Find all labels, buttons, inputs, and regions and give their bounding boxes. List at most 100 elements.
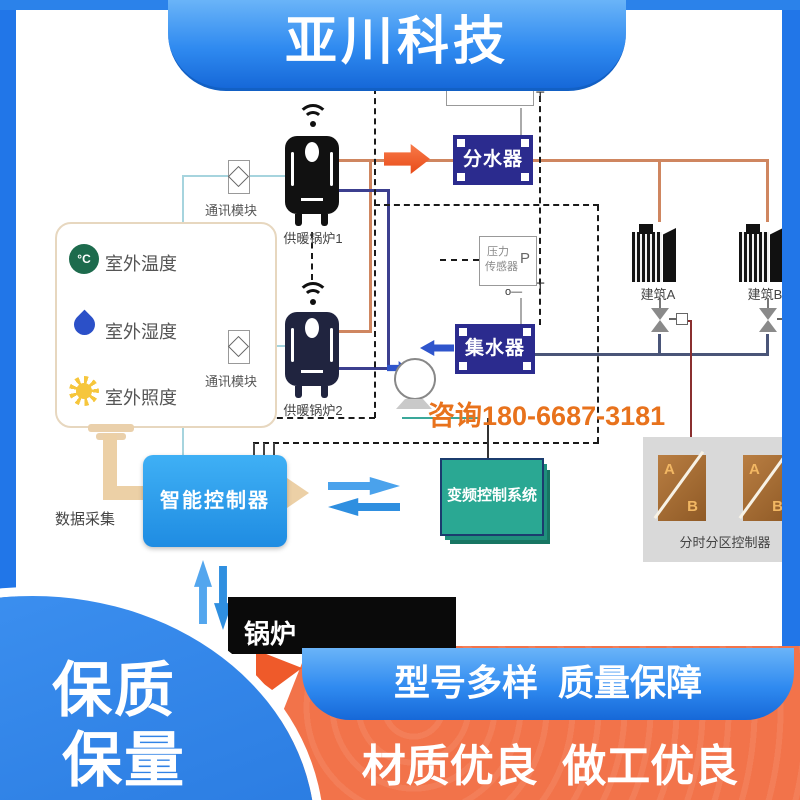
outdoor-sensor-panel: °C 室外温度 室外湿度 室外照度	[55, 222, 277, 428]
supply-riser-a	[658, 159, 661, 222]
distributor-box: 分水器	[453, 135, 533, 185]
temp-probe-t: T	[536, 279, 545, 295]
diagram-title-box: 锅炉	[228, 597, 456, 654]
building-drop-b	[767, 298, 769, 308]
zone-box-a: A B	[658, 455, 706, 521]
collector-label: 集水器	[464, 338, 525, 359]
vfd-stub	[487, 418, 489, 460]
building-label: 建筑A	[640, 287, 676, 302]
supply-pipe-boiler2	[369, 160, 372, 332]
wifi-icon	[297, 104, 329, 128]
flow-arrow-supply	[384, 144, 430, 174]
smart-controller-label: 智能控制器	[160, 490, 270, 512]
illuminance-icon	[69, 376, 99, 406]
panel-stand	[88, 424, 134, 432]
boiler-icon	[285, 312, 339, 398]
badge-text-line1: 保质	[52, 657, 176, 724]
data-collection-arrow	[103, 434, 117, 500]
right-edge-strip	[782, 0, 800, 650]
zone-letter: B	[772, 498, 783, 515]
badge-text-line2: 保量	[62, 727, 186, 794]
data-collection-arrowhead	[287, 478, 309, 508]
swap-arrow-right	[328, 477, 400, 495]
supply-riser-b	[766, 159, 769, 222]
supply-pipe	[530, 159, 769, 162]
zone-letter: A	[749, 461, 760, 478]
vfd-system-label: 变频控制系统	[446, 487, 537, 504]
zone-controller-label: 分时分区控制器	[679, 535, 771, 550]
exchanger-diamond-icon	[227, 335, 250, 358]
dashed-line	[253, 442, 599, 444]
left-edge-strip	[0, 0, 16, 620]
probe-line	[520, 298, 522, 324]
swap-arrow-left	[328, 498, 400, 516]
zone-letter: B	[687, 498, 698, 515]
zone-signal-line	[686, 320, 692, 322]
smart-controller-box: 智能控制器	[143, 455, 287, 547]
controller-stub	[253, 443, 255, 456]
valve-icon	[651, 308, 669, 332]
pressure-symbol: P	[519, 250, 530, 267]
exchanger-diamond-icon	[227, 165, 250, 188]
building-label: 建筑B	[747, 287, 783, 302]
building-icon	[632, 222, 682, 282]
return-pipe	[339, 189, 389, 192]
return-pipe	[387, 189, 390, 369]
controller-stub	[263, 443, 265, 456]
valve-actuator	[676, 313, 688, 325]
boiler-label: 供暖锅炉1	[283, 231, 343, 246]
zone-signal-line	[690, 320, 692, 455]
boiler-icon	[285, 136, 339, 226]
return-pipe	[339, 367, 389, 370]
vfd-system-box: 变频控制系统	[440, 458, 544, 536]
sensor-label: 室外照度	[105, 388, 177, 408]
data-collection-label: 数据采集	[55, 511, 116, 528]
comm-module-label: 通讯模块	[205, 374, 258, 389]
building-icon	[739, 222, 789, 282]
valve-actuator-line	[777, 318, 783, 320]
pump-outlet-line	[402, 417, 478, 419]
zone-controller-panel: A B A B 分时分区控制器	[643, 437, 800, 562]
controller-stub	[273, 443, 275, 456]
sensor-label: 室外温度	[105, 254, 177, 274]
wifi-icon	[297, 282, 329, 306]
dashed-line	[374, 204, 599, 206]
phone-text: 咨询180-6687-3181	[428, 401, 666, 431]
comm-module-label: 通讯模块	[205, 203, 258, 218]
sensor-label: 室外湿度	[105, 322, 177, 342]
return-riser-b	[766, 334, 769, 355]
pressure-label: 传感器	[485, 261, 518, 273]
dashed-line	[539, 96, 541, 325]
temp-probe-t: T	[536, 88, 545, 104]
valve-actuator-line	[669, 318, 676, 320]
pressure-label: 压力	[487, 246, 509, 258]
collector-box: 集水器	[455, 324, 535, 374]
comm-line-h1b	[250, 175, 286, 177]
comm-module-box	[227, 330, 250, 364]
slogan-text: 材质优良 做工优良	[361, 742, 739, 791]
diagram-title-text: 锅炉	[244, 619, 297, 649]
dashed-stub-pressure	[440, 259, 479, 261]
return-main	[530, 353, 769, 356]
temperature-icon: °C	[69, 244, 99, 274]
valve-icon	[759, 308, 777, 332]
bottom-blue-ribbon: 型号多样 质量保障	[302, 648, 794, 720]
supply-pipe-boiler2	[339, 330, 372, 333]
brand-ribbon: 亚川科技	[168, 0, 626, 91]
brand-title: 亚川科技	[284, 13, 509, 71]
flow-arrow-return	[420, 340, 454, 356]
pressure-sensor-box: 压力 传感器 P	[479, 236, 537, 286]
building-drop-a	[659, 298, 661, 308]
pump-stand	[396, 399, 432, 409]
distributor-label: 分水器	[462, 149, 523, 170]
comm-module-box	[227, 160, 250, 194]
dashed-boiler-link	[311, 232, 313, 280]
humidity-icon	[69, 309, 100, 340]
dashed-line	[374, 88, 376, 418]
swap-arrow-up	[194, 560, 212, 624]
dashed-line	[597, 205, 599, 443]
boiler-label: 供暖锅炉2	[283, 403, 343, 418]
return-riser-a	[658, 334, 661, 355]
comm-line-h1	[182, 175, 228, 177]
